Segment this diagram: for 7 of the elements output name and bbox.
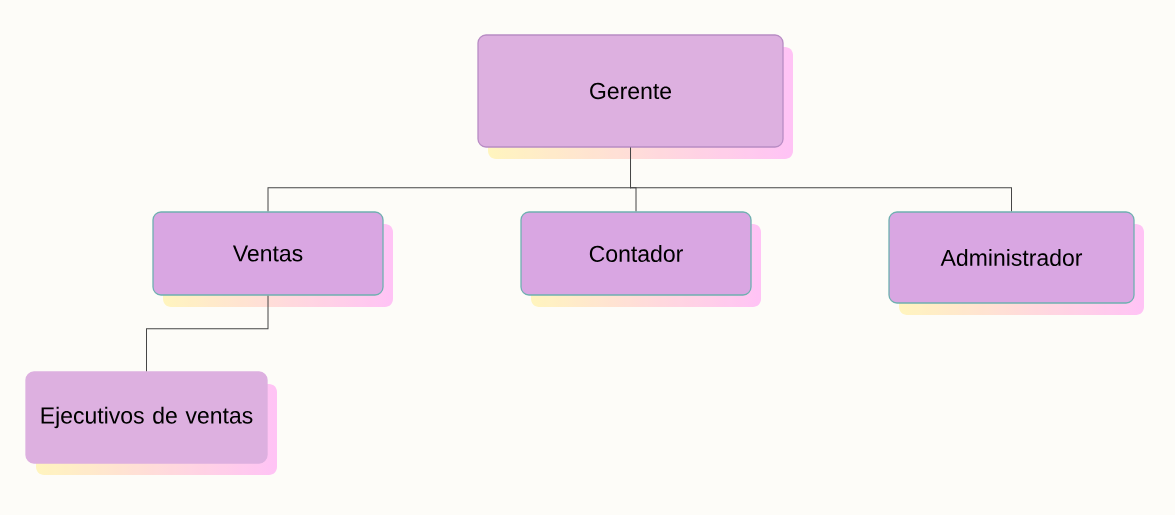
connector-line — [630, 147, 1012, 212]
org-box: Gerente — [477, 34, 784, 148]
org-box: Ejecutivos de ventas — [25, 371, 268, 464]
org-box: Contador — [520, 211, 752, 296]
org-box: Administrador — [888, 211, 1135, 304]
connector-line — [146, 295, 269, 372]
org-box: Ventas — [152, 211, 384, 296]
